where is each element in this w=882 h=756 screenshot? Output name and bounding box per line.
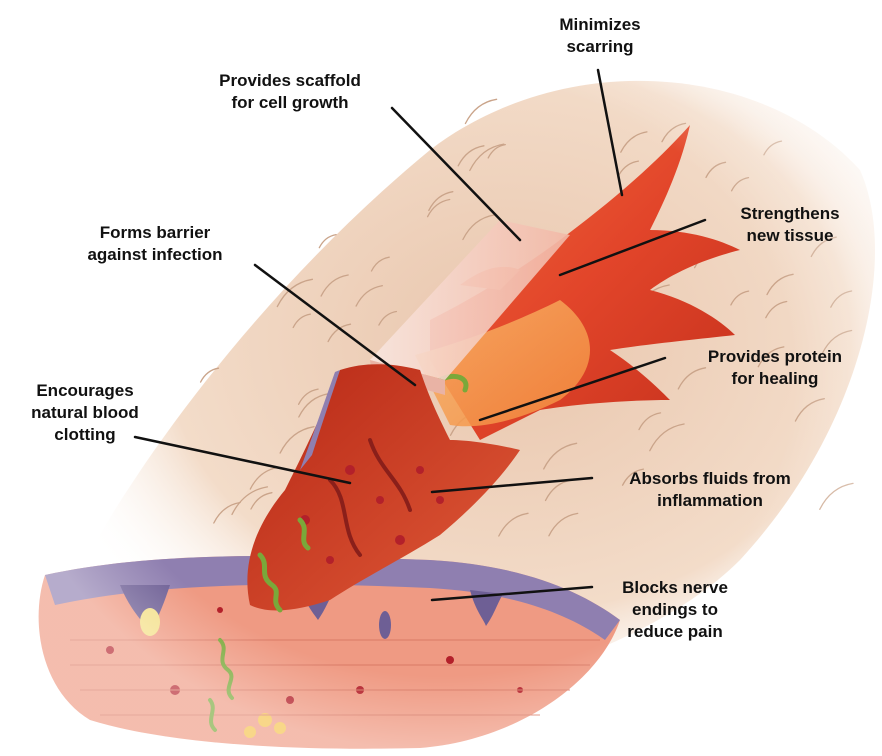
label-forms-barrier: Forms barrieragainst infection — [55, 222, 255, 266]
label-minimizes-scarring: Minimizesscarring — [535, 14, 665, 58]
label-provides-scaffold: Provides scaffoldfor cell growth — [195, 70, 385, 114]
label-encourages-clotting: Encouragesnatural bloodclotting — [5, 380, 165, 446]
label-provides-protein: Provides proteinfor healing — [680, 346, 870, 390]
label-blocks-nerve: Blocks nerveendings toreduce pain — [595, 577, 755, 643]
label-strengthens-tissue: Strengthensnew tissue — [705, 203, 875, 247]
label-absorbs-fluids: Absorbs fluids frominflammation — [595, 468, 825, 512]
